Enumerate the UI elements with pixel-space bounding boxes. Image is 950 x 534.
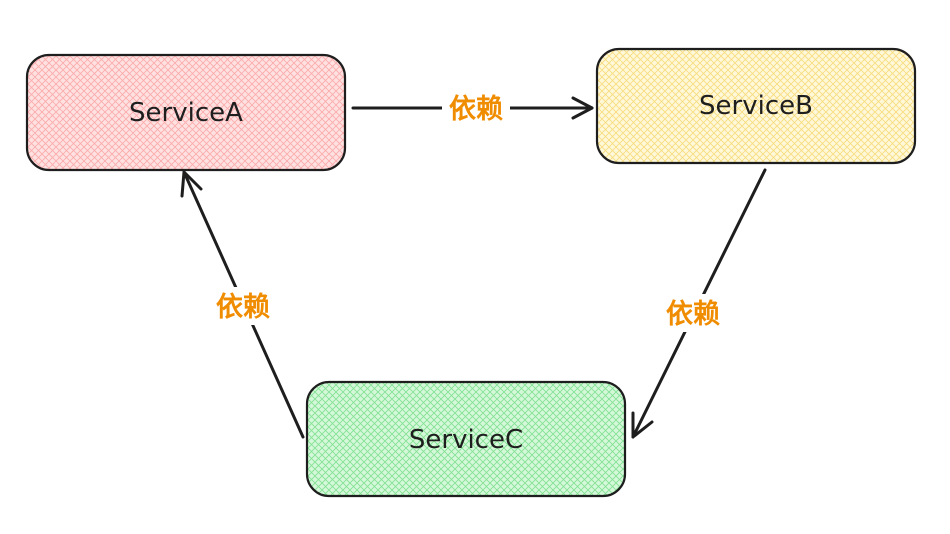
node-service-a: ServiceA	[25, 53, 347, 172]
edge-c-to-a: 依赖	[180, 170, 305, 439]
edge-b-to-c: 依赖	[631, 168, 767, 439]
edge-b-to-c-label: 依赖	[666, 299, 720, 330]
node-service-b: ServiceB	[595, 47, 917, 165]
node-service-c-border	[305, 380, 627, 498]
node-service-b-label: ServiceB	[699, 91, 813, 121]
arrowhead-icon	[571, 96, 594, 120]
node-service-a-hatch	[27, 55, 345, 170]
edge-a-to-b: 依赖	[351, 90, 594, 126]
node-service-a-border	[25, 53, 347, 172]
arrowhead-icon	[631, 411, 654, 439]
node-service-c-hatch	[307, 382, 625, 496]
node-service-b-hatch	[597, 49, 915, 163]
node-service-c: ServiceC	[305, 380, 627, 498]
edge-label-bg	[658, 294, 728, 332]
arrowhead-icon	[180, 170, 203, 198]
edge-a-to-b-label: 依赖	[449, 94, 503, 125]
node-service-a-label: ServiceA	[129, 98, 243, 128]
node-service-b-border	[595, 47, 917, 165]
edge-c-to-a-label: 依赖	[216, 292, 270, 323]
edge-label-bg	[208, 287, 278, 325]
node-service-c-label: ServiceC	[409, 425, 523, 455]
edge-label-bg	[442, 90, 510, 126]
